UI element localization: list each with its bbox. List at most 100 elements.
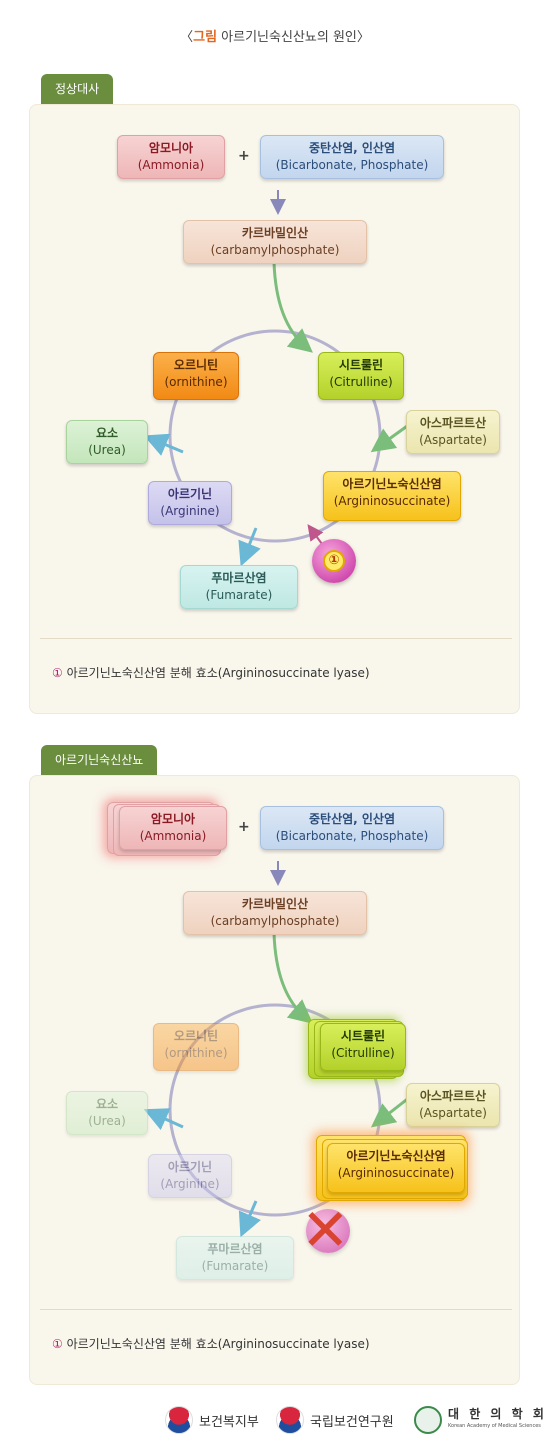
panel-divider — [40, 638, 512, 639]
node-arginine-ko: 아르기닌 — [167, 487, 213, 501]
node-citrulline-ko-2: 시트룰린 — [340, 1029, 386, 1043]
node-urea-en-2: (Urea) — [88, 1114, 126, 1128]
node-bicarbonate-2: 중탄산염, 인산염 (Bicarbonate, Phosphate) — [260, 806, 444, 850]
node-citrulline-en: (Citrulline) — [329, 375, 393, 389]
arrow-to-fumarate-disease — [238, 1200, 261, 1238]
enzyme-arrow — [307, 524, 324, 545]
node-bicarbonate-ko-2: 중탄산염, 인산염 — [308, 812, 396, 826]
node-fumarate-en-2: (Fumarate) — [201, 1259, 269, 1273]
node-ornithine: 오르니틴 (ornithine) — [153, 352, 239, 400]
node-aspartate: 아스파르트산 (Aspartate) — [406, 410, 500, 454]
cycle-lines-disease — [143, 861, 411, 1238]
node-ornithine-en: (ornithine) — [164, 375, 228, 389]
node-ammonia-ko-2: 암모니아 — [150, 812, 196, 826]
node-bicarbonate-en-2: (Bicarbonate, Phosphate) — [275, 829, 429, 843]
logo-mohw: 보건복지부 — [165, 1406, 259, 1434]
note-number-2: ① — [52, 1337, 63, 1351]
panel-tab-normal: 정상대사 — [41, 74, 114, 104]
logo-kams-sub: Korean Academy of Medical Sciences — [448, 1423, 541, 1429]
enzyme-marker: ① — [312, 539, 356, 583]
title-text: 아르기닌숙신산뇨의 원인〉 — [217, 30, 370, 45]
logo-nih: 국립보건연구원 — [276, 1406, 394, 1434]
node-bicarbonate-ko: 중탄산염, 인산염 — [308, 141, 396, 155]
node-urea-ko: 요소 — [95, 426, 119, 440]
kams-emblem-icon — [414, 1406, 442, 1434]
node-aspartate-ko-2: 아스파르트산 — [419, 1089, 487, 1103]
arrow-to-fumarate — [238, 527, 261, 567]
node-fumarate-ko-2: 푸마르산염 — [207, 1242, 263, 1256]
node-bicarbonate-en: (Bicarbonate, Phosphate) — [275, 158, 429, 172]
node-argininosuccinate: 아르기닌노숙신산염 (Argininosuccinate) — [323, 471, 461, 521]
title-bracket: 〈 — [180, 30, 194, 45]
node-fumarate-faded: 푸마르산염 (Fumarate) — [176, 1236, 294, 1280]
arrow-to-urea-disease — [143, 1108, 184, 1131]
node-carbamylphosphate: 카르바밀인산 (carbamylphosphate) — [183, 220, 367, 264]
node-ammonia-ko: 암모니아 — [148, 141, 194, 155]
node-aspartate-2: 아스파르트산 (Aspartate) — [406, 1083, 500, 1127]
node-ornithine-en-2: (ornithine) — [164, 1046, 228, 1060]
node-arginine-ko-2: 아르기닌 — [167, 1160, 213, 1174]
node-asa-en-2: (Argininosuccinate) — [337, 1166, 455, 1180]
node-carbamyl-ko-2: 카르바밀인산 — [241, 897, 309, 911]
note-text: 아르기닌노숙신산염 분해 효소(Argininosuccinate lyase) — [62, 666, 370, 680]
node-carbamylphosphate-2: 카르바밀인산 (carbamylphosphate) — [183, 891, 367, 935]
logo-mohw-text: 보건복지부 — [199, 1414, 259, 1430]
node-urea: 요소 (Urea) — [66, 420, 148, 464]
enzyme-note-2: ① 아르기닌노숙신산염 분해 효소(Argininosuccinate lyas… — [52, 1335, 370, 1352]
logo-nih-text: 국립보건연구원 — [310, 1414, 394, 1430]
arrow-aspartate-in — [370, 422, 411, 453]
plus-sign: + — [238, 148, 250, 164]
figure-title: 〈그림 아르기닌숙신산뇨의 원인〉 — [0, 26, 550, 45]
node-arginine: 아르기닌 (Arginine) — [148, 481, 232, 525]
cycle-lines — [143, 190, 411, 567]
taegeuk-icon — [165, 1406, 193, 1434]
diagram-normal: 암모니아 (Ammonia) + 중탄산염, 인산염 (Bicarbonate,… — [0, 104, 550, 624]
node-carbamyl-en-2: (carbamylphosphate) — [210, 914, 340, 928]
node-carbamyl-en: (carbamylphosphate) — [210, 243, 340, 257]
node-ornithine-ko-2: 오르니틴 — [173, 1029, 219, 1043]
arrow-to-urea — [143, 433, 184, 456]
node-aspartate-en-2: (Aspartate) — [419, 1106, 487, 1120]
node-ammonia: 암모니아 (Ammonia) — [117, 135, 225, 179]
node-ammonia-en-2: (Ammonia) — [139, 829, 207, 843]
node-bicarbonate: 중탄산염, 인산염 (Bicarbonate, Phosphate) — [260, 135, 444, 179]
panel-tab-disease: 아르기닌숙신산뇨 — [41, 745, 158, 775]
arrow-carbamyl-to-citrulline — [272, 261, 313, 353]
node-citrulline-accumulated: 시트룰린 (Citrulline) — [320, 1023, 406, 1071]
node-asa-ko: 아르기닌노숙신산염 — [342, 477, 442, 491]
node-arginine-faded: 아르기닌 (Arginine) — [148, 1154, 232, 1198]
node-ornithine-ko: 오르니틴 — [173, 358, 219, 372]
node-arginine-en-2: (Arginine) — [160, 1177, 220, 1191]
enzyme-marker-blocked — [306, 1209, 350, 1253]
node-argininosuccinate-accumulated: 아르기닌노숙신산염 (Argininosuccinate) — [327, 1143, 465, 1193]
footer-logos: 보건복지부 국립보건연구원 대 한 의 학 회 Korean Academy o… — [0, 1398, 550, 1442]
node-fumarate: 푸마르산염 (Fumarate) — [180, 565, 298, 609]
plus-sign-2: + — [238, 819, 250, 835]
node-asa-ko-2: 아르기닌노숙신산염 — [346, 1149, 446, 1163]
blocked-x-icon: ✕ — [301, 1196, 350, 1264]
arrow-carbamyl-to-citrulline-disease — [272, 932, 313, 1024]
node-aspartate-en: (Aspartate) — [419, 433, 487, 447]
node-urea-faded: 요소 (Urea) — [66, 1091, 148, 1135]
node-asa-en: (Argininosuccinate) — [333, 494, 451, 508]
panel-divider-2 — [40, 1309, 512, 1310]
node-aspartate-ko: 아스파르트산 — [419, 416, 487, 430]
node-carbamyl-ko: 카르바밀인산 — [241, 226, 309, 240]
logo-kams: 대 한 의 학 회 Korean Academy of Medical Scie… — [414, 1406, 547, 1434]
taegeuk-icon-2 — [276, 1406, 304, 1434]
arrow-aspartate-in-disease — [370, 1095, 411, 1128]
enzyme-number: ① — [323, 550, 345, 572]
node-ammonia-accumulated: 암모니아 (Ammonia) — [119, 806, 227, 850]
node-fumarate-ko: 푸마르산염 — [211, 571, 267, 585]
note-text-2: 아르기닌노숙신산염 분해 효소(Argininosuccinate lyase) — [62, 1337, 370, 1351]
enzyme-note: ① 아르기닌노숙신산염 분해 효소(Argininosuccinate lyas… — [52, 664, 370, 681]
node-arginine-en: (Arginine) — [160, 504, 220, 518]
node-ammonia-en: (Ammonia) — [137, 158, 205, 172]
node-urea-ko-2: 요소 — [95, 1097, 119, 1111]
logo-kams-text: 대 한 의 학 회 — [448, 1407, 547, 1421]
title-accent: 그림 — [193, 30, 218, 45]
kams-text: 대 한 의 학 회 Korean Academy of Medical Scie… — [448, 1408, 547, 1432]
node-citrulline-ko: 시트룰린 — [338, 358, 384, 372]
node-urea-en: (Urea) — [88, 443, 126, 457]
note-number: ① — [52, 666, 63, 680]
